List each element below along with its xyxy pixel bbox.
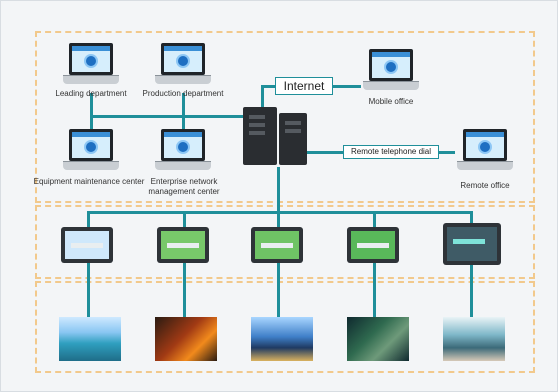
link-top-bus	[90, 115, 260, 118]
label-mobile-office: Mobile office	[368, 97, 414, 106]
control-zone	[35, 205, 535, 279]
hmi-panel-icon	[443, 223, 501, 265]
laptop-icon	[457, 129, 513, 179]
field-zone	[35, 281, 535, 373]
label-enterprise-network-management-center: Enterprise network management center	[129, 177, 239, 197]
laptop-icon	[63, 43, 119, 93]
link-bottom-bus	[87, 211, 473, 214]
industrial-site-photo	[347, 317, 409, 361]
link-photo-2	[183, 263, 186, 319]
laptop-icon	[155, 129, 211, 179]
remote-telephone-box: Remote telephone dial	[343, 145, 439, 159]
label-equipment-maintenance-center: Equipment maintenance center	[33, 177, 145, 187]
link-photo-4	[373, 263, 376, 319]
link-panel-1	[87, 211, 90, 227]
internet-box: Internet	[275, 77, 333, 95]
label-text: Equipment maintenance center	[33, 177, 145, 186]
hmi-panel-icon	[157, 227, 209, 263]
industrial-site-photo	[155, 317, 217, 361]
industrial-site-photo	[59, 317, 121, 361]
link-photo-5	[470, 263, 473, 319]
link-enterprise	[182, 115, 185, 131]
link-internet	[261, 85, 264, 113]
link-panel-4	[373, 211, 376, 227]
office-zone	[35, 31, 535, 203]
link-leading	[90, 93, 93, 117]
link-internet-h	[261, 85, 277, 88]
link-panel-2	[183, 211, 186, 227]
link-server-down	[277, 167, 280, 211]
label-remote-office: Remote office	[460, 181, 510, 190]
hmi-panel-icon	[251, 227, 303, 263]
label-leading-department: Leading department	[55, 89, 127, 98]
label-text: Enterprise network management center	[148, 177, 220, 196]
hmi-panel-icon	[61, 227, 113, 263]
server-tower-icon	[243, 107, 277, 165]
link-panel-5	[470, 211, 473, 227]
link-photo-1	[87, 263, 90, 319]
laptop-icon	[63, 129, 119, 179]
industrial-site-photo	[251, 317, 313, 361]
label-production-department: Production department	[142, 89, 224, 98]
server-tower-icon	[279, 113, 307, 165]
link-photo-3	[277, 263, 280, 319]
laptop-icon	[155, 43, 211, 93]
link-production	[182, 93, 185, 117]
link-panel-3	[277, 211, 280, 227]
link-equipment	[90, 115, 93, 131]
industrial-site-photo	[443, 317, 505, 361]
laptop-icon	[363, 49, 419, 99]
hmi-panel-icon	[347, 227, 399, 263]
link-mobile	[331, 85, 361, 88]
